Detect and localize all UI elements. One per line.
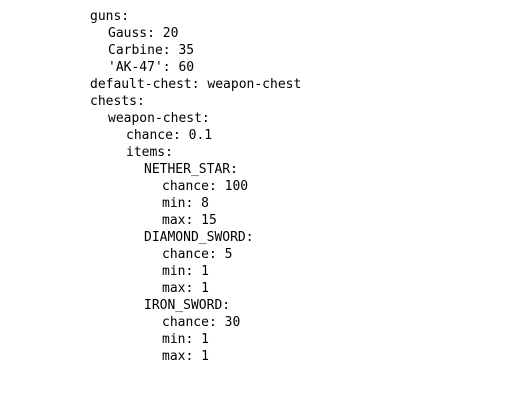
yaml-entry-nether-star-min: min: 8 — [162, 196, 209, 211]
yaml-key-diamond-sword: DIAMOND_SWORD: — [144, 230, 254, 245]
yaml-key-chests: chests: — [90, 94, 145, 109]
yaml-entry-carbine: Carbine: 35 — [108, 43, 195, 58]
yaml-code-block: guns: Gauss: 20 Carbine: 35 'AK-47': 60 … — [90, 8, 301, 365]
yaml-key-iron-sword: IRON_SWORD: — [144, 298, 231, 313]
yaml-entry-default-chest: default-chest: weapon-chest — [90, 77, 302, 92]
yaml-entry-nether-star-chance: chance: 100 — [162, 179, 249, 194]
yaml-entry-nether-star-max: max: 15 — [162, 213, 217, 228]
yaml-entry-iron-sword-min: min: 1 — [162, 332, 209, 347]
yaml-key-items: items: — [126, 145, 173, 160]
yaml-key-weapon-chest: weapon-chest: — [108, 111, 210, 126]
yaml-key-guns: guns: — [90, 9, 130, 24]
yaml-key-nether-star: NETHER_STAR: — [144, 162, 238, 177]
yaml-entry-diamond-sword-chance: chance: 5 — [162, 247, 233, 262]
yaml-entry-diamond-sword-min: min: 1 — [162, 264, 209, 279]
yaml-entry-diamond-sword-max: max: 1 — [162, 281, 209, 296]
yaml-entry-chest-chance: chance: 0.1 — [126, 128, 213, 143]
yaml-entry-iron-sword-max: max: 1 — [162, 349, 209, 364]
yaml-entry-iron-sword-chance: chance: 30 — [162, 315, 241, 330]
yaml-entry-ak47: 'AK-47': 60 — [108, 60, 195, 75]
yaml-entry-gauss: Gauss: 20 — [108, 26, 179, 41]
